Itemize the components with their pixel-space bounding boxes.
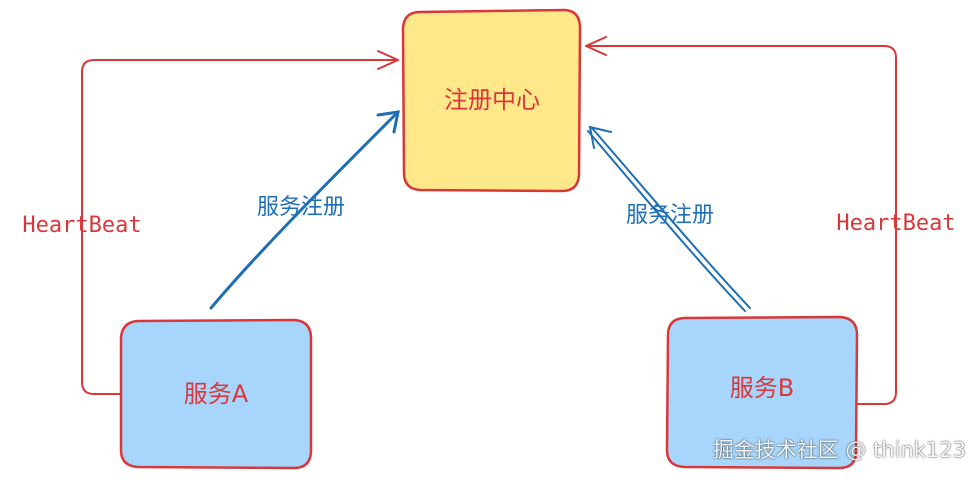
registry-node[interactable]: 注册中心	[401, 8, 582, 193]
watermark: 掘金技术社区 @ think123	[712, 438, 966, 462]
service-b-box	[665, 315, 859, 470]
registry-box	[401, 8, 582, 193]
registry-label: 注册中心	[444, 86, 540, 114]
service-a-box	[119, 318, 313, 470]
heartbeat-label-a: HeartBeat	[22, 213, 141, 238]
heartbeat-arrow-b	[585, 36, 897, 405]
register-arrow-b	[587, 125, 751, 312]
register-label-b: 服务注册	[626, 203, 714, 228]
service-a-label: 服务A	[184, 380, 249, 408]
service-a-node[interactable]: 服务A	[119, 318, 313, 470]
heartbeat-arrow-a	[81, 50, 399, 395]
service-b-node[interactable]: 服务B	[665, 315, 859, 470]
register-label-a: 服务注册	[257, 195, 345, 220]
service-b-label: 服务B	[730, 374, 794, 402]
register-arrow-a	[209, 110, 400, 310]
heartbeat-label-b: HeartBeat	[836, 211, 955, 236]
